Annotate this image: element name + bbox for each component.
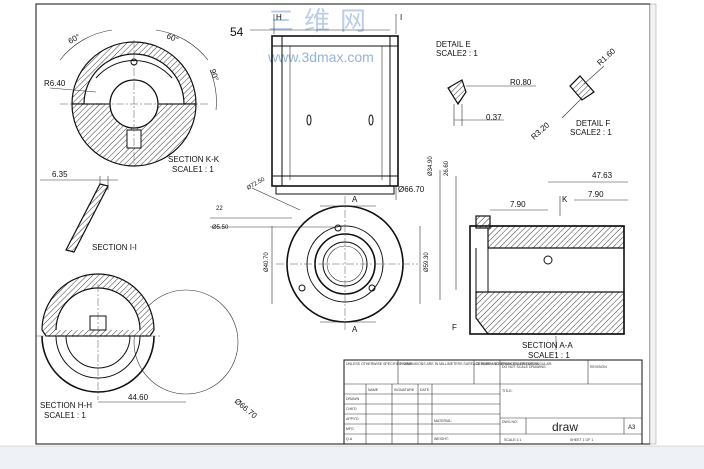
tb-drawing-name: draw xyxy=(552,420,578,434)
section-ii-view xyxy=(40,176,118,253)
tb-finish: FINISH: xyxy=(400,362,412,366)
detail-e-label: DETAIL E xyxy=(436,40,471,49)
dim-dia-circle-2: Ø5.50 xyxy=(212,225,229,231)
section-aa-outline xyxy=(469,225,625,335)
dim-width-ii: 6.35 xyxy=(52,170,68,179)
detail-f-scale: SCALE2 : 1 xyxy=(570,128,612,137)
dim-len-aa-2: 7.90 xyxy=(510,200,526,209)
tb-deburr: DEBURR AND BREAK SHARP EDGES xyxy=(476,362,539,366)
section-hh-scale: SCALE1 : 1 xyxy=(44,411,86,420)
dim-dia-circle-1: Ø72.50 xyxy=(246,176,267,191)
section-aa-view xyxy=(439,170,628,350)
tb-qa: Q.A xyxy=(346,437,353,441)
dim-dia-top-2: 26.60 xyxy=(444,160,450,176)
detail-e-view xyxy=(447,79,536,126)
tb-chkd: CHK'D xyxy=(346,407,357,411)
marker-f: F xyxy=(452,323,457,332)
tb-weight: WEIGHT: xyxy=(434,437,449,441)
dim-dia-circle-3: Ø40.70 xyxy=(264,252,270,272)
dim-radius-f2: R3.20 xyxy=(529,120,551,141)
dim-dia-top-1: Ø34.90 xyxy=(428,156,434,176)
dim-len-circle: 22 xyxy=(216,206,223,212)
tb-scale: SCALE:1:1 xyxy=(504,438,521,442)
top-view xyxy=(210,187,421,330)
dim-angle-2: 60° xyxy=(165,32,180,45)
section-hh-view xyxy=(36,273,239,403)
section-kk-scale: SCALE1 : 1 xyxy=(172,165,214,174)
sheet-border xyxy=(35,3,651,445)
detail-e-scale: SCALE2 : 1 xyxy=(436,49,478,58)
section-hh-label: SECTION H-H xyxy=(40,401,92,410)
dim-len-aa-3: 7.90 xyxy=(588,190,604,199)
marker-a-bottom: A xyxy=(352,325,358,334)
detail-f-view xyxy=(561,65,605,119)
dim-len-aa: 47.63 xyxy=(592,171,613,180)
detail-e-shape xyxy=(447,79,467,106)
section-ii-shape xyxy=(65,183,109,253)
marker-i-top: I xyxy=(400,13,402,22)
front-view xyxy=(250,14,399,200)
tb-appvd: APPV'D xyxy=(346,417,359,421)
watermark-url: www.3dmax.com xyxy=(267,49,374,65)
dim-dia-circle-4: Ø59.30 xyxy=(424,252,430,272)
sheet-scrollbar[interactable] xyxy=(649,3,657,445)
section-aa-bottom-wall xyxy=(475,291,625,335)
dim-dia-front: Ø66.70 xyxy=(398,185,425,194)
detail-f-shape xyxy=(569,75,595,101)
watermark-chinese: 三维网 xyxy=(268,6,376,36)
section-kk-view xyxy=(49,29,217,167)
dim-length-front: 54 xyxy=(230,25,244,39)
marker-h-top: H xyxy=(276,13,282,22)
dim-angle-3: 90° xyxy=(208,68,220,82)
title-block xyxy=(343,359,643,445)
bottom-strip xyxy=(0,446,704,469)
tb-drawn: DRAWN xyxy=(346,397,360,401)
tb-signature-header: SIGNATURE xyxy=(394,388,415,392)
tb-size: A3 xyxy=(628,425,636,431)
tb-sheet: SHEET 1 OF 1 xyxy=(570,438,593,442)
tb-material: MATERIAL: xyxy=(434,419,452,423)
tb-revision: REVISION xyxy=(590,365,607,369)
tb-name-header: NAME xyxy=(368,388,379,392)
dim-radius-e: R0.80 xyxy=(510,78,532,87)
tb-dwg-no: DWG NO. xyxy=(502,420,518,424)
dim-radius-kk: R6.40 xyxy=(44,79,66,88)
tb-tolerance-note: UNLESS OTHERWISE SPECIFIED: DIMENSIONS A… xyxy=(346,362,552,366)
dim-radius-f1: R1.60 xyxy=(595,46,617,67)
dim-angle-1: 60° xyxy=(67,32,82,46)
tb-title-label: TITLE: xyxy=(502,389,513,393)
dim-len-hh: 44.60 xyxy=(128,393,149,402)
section-aa-label: SECTION A-A xyxy=(522,341,573,350)
section-aa-top-wall xyxy=(470,225,625,249)
detail-f-label: DETAIL F xyxy=(576,119,610,128)
dim-dia-hh: Ø66.70 xyxy=(233,397,259,421)
section-aa-scale: SCALE1 : 1 xyxy=(528,351,570,360)
dim-offset-e: 0.37 xyxy=(486,113,502,122)
marker-k: K xyxy=(562,195,568,204)
marker-a-top: A xyxy=(352,195,358,204)
section-kk-label: SECTION K-K xyxy=(168,155,220,164)
tb-mfg: MFG xyxy=(346,427,354,431)
tb-date-header: DATE xyxy=(420,388,430,392)
tb-dont-scale: DO NOT SCALE DRAWING xyxy=(502,365,546,369)
section-ii-label: SECTION I-I xyxy=(92,243,137,252)
